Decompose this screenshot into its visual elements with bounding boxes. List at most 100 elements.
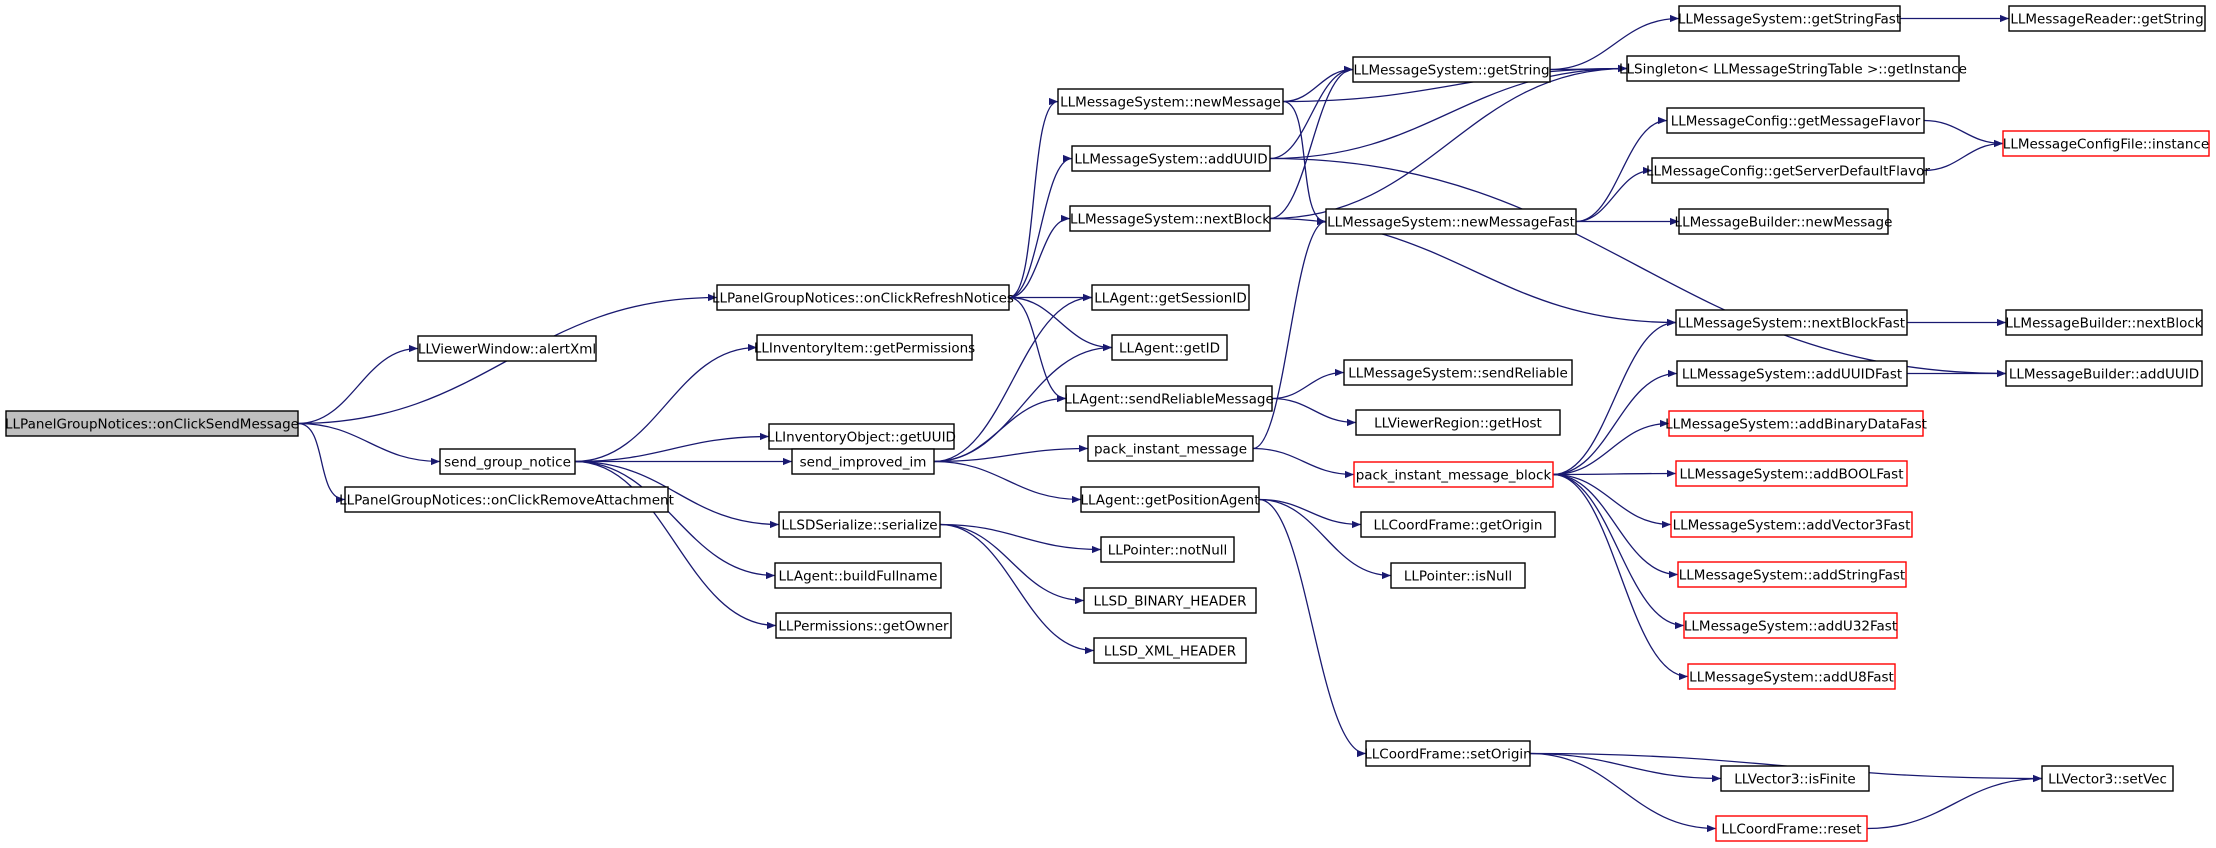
call-edge-serialize-to-notnull: [939, 523, 1102, 554]
function-node-nm-fast[interactable]: LLMessageSystem::newMessageFast: [1325, 208, 1577, 235]
function-node-nb-fast[interactable]: LLMessageSystem::nextBlockFast: [1675, 309, 1908, 336]
function-node-pimb[interactable]: pack_instant_message_block: [1353, 461, 1554, 488]
call-edge-setorigin-to-isfinite: [1529, 752, 1722, 783]
function-node-sgn[interactable]: send_group_notice: [439, 448, 576, 475]
node-label: LLMessageSystem::nextBlockFast: [1678, 316, 1905, 332]
function-node-serialize[interactable]: LLSDSerialize::serialize: [778, 511, 941, 538]
call-edge-refresh-to-nextblock: [1008, 214, 1071, 299]
node-label: LLViewerWindow::alertXml: [418, 342, 596, 358]
node-box: [1093, 637, 1247, 664]
function-node-next-block[interactable]: LLMessageSystem::nextBlock: [1069, 205, 1271, 232]
node-label: send_group_notice: [444, 455, 571, 471]
call-edge-sim-to-getposagent: [933, 460, 1082, 504]
node-label: LLAgent::getID: [1119, 341, 1220, 357]
function-node-config-instance[interactable]: LLMessageConfigFile::instance: [2002, 130, 2210, 157]
function-node-is-null[interactable]: LLPointer::isNull: [1390, 562, 1526, 589]
function-node-reader-get-string[interactable]: LLMessageReader::getString: [2008, 5, 2206, 32]
function-node-mb-new-msg[interactable]: LLMessageBuilder::newMessage: [1675, 208, 1893, 235]
function-node-as-fast[interactable]: LLMessageSystem::addStringFast: [1677, 561, 1907, 588]
node-label: LLMessageSystem::nextBlock: [1070, 212, 1270, 228]
function-node-set-vec[interactable]: LLVector3::setVec: [2041, 765, 2174, 792]
node-box: [1651, 157, 1925, 184]
call-edge-pimb-to-abdfast: [1552, 419, 1670, 476]
node-box: [774, 562, 942, 589]
call-edge-reset-to-setvec: [1866, 774, 2043, 830]
function-node-au32-fast[interactable]: LLMessageSystem::addU32Fast: [1683, 612, 1898, 639]
node-label: LLAgent::buildFullname: [779, 569, 938, 585]
node-label: LLPanelGroupNotices::onClickSendMessage: [5, 417, 299, 433]
function-node-build-fullname[interactable]: LLAgent::buildFullname: [774, 562, 942, 589]
function-node-gs-fast[interactable]: LLMessageSystem::getStringFast: [1678, 5, 1901, 32]
node-label: LLMessageSystem::newMessageFast: [1327, 215, 1575, 231]
function-node-root[interactable]: LLPanelGroupNotices::onClickSendMessage: [5, 410, 299, 437]
node-box: [2005, 360, 2203, 387]
function-node-mb-add-u-u-i-d[interactable]: LLMessageBuilder::addUUID: [2005, 360, 2203, 387]
function-node-not-null[interactable]: LLPointer::notNull: [1100, 536, 1235, 563]
function-node-remove-att[interactable]: LLPanelGroupNotices::onClickRemoveAttach…: [339, 486, 674, 513]
function-node-gm-flavor[interactable]: LLMessageConfig::getMessageFlavor: [1666, 107, 1925, 134]
function-node-send-rel[interactable]: LLAgent::sendReliableMessage: [1064, 385, 1274, 412]
function-node-av3-fast[interactable]: LLMessageSystem::addVector3Fast: [1670, 511, 1913, 538]
node-label: LLMessageConfig::getServerDefaultFlavor: [1646, 164, 1930, 180]
node-label: LLMessageSystem::addU32Fast: [1684, 619, 1897, 635]
node-label: LLInventoryItem::getPermissions: [754, 341, 975, 357]
function-node-sim[interactable]: send_improved_im: [791, 448, 935, 475]
function-node-au8-fast[interactable]: LLMessageSystem::addU8Fast: [1687, 663, 1896, 690]
function-node-abd-fast[interactable]: LLMessageSystem::addBinaryDataFast: [1665, 410, 1927, 437]
node-box: [1676, 360, 1908, 387]
node-box: [1080, 486, 1260, 513]
node-label: LLMessageSystem::addUUIDFast: [1682, 367, 1902, 383]
function-node-bin-header[interactable]: LLSD_BINARY_HEADER: [1083, 587, 1257, 614]
function-node-get-u-u-i-d-obj[interactable]: LLInventoryObject::getUUID: [767, 423, 956, 450]
function-node-new-message[interactable]: LLMessageSystem::newMessage: [1057, 88, 1284, 115]
node-label: LLMessageSystem::newMessage: [1060, 95, 1281, 111]
call-edge-sendrel-to-gethost: [1271, 397, 1357, 427]
function-node-get-string[interactable]: LLMessageSystem::getString: [1352, 56, 1551, 83]
function-node-alert-xml[interactable]: LLViewerWindow::alertXml: [417, 335, 597, 362]
node-box: [1675, 309, 1908, 336]
function-node-get-session-i-d[interactable]: LLAgent::getSessionID: [1091, 284, 1250, 311]
function-node-singleton[interactable]: LLSingleton< LLMessageStringTable >::get…: [1619, 55, 1967, 82]
function-node-reset[interactable]: LLCoordFrame::reset: [1715, 815, 1868, 842]
call-edge-getposagent-to-setorigin: [1258, 498, 1367, 758]
function-node-get-i-d[interactable]: LLAgent::getID: [1111, 334, 1228, 361]
function-node-gsd-flavor[interactable]: LLMessageConfig::getServerDefaultFlavor: [1646, 157, 1930, 184]
node-box: [1071, 145, 1271, 172]
call-edge-sgn-to-buildfullname: [574, 460, 776, 580]
function-node-abool-fast[interactable]: LLMessageSystem::addBOOLFast: [1675, 460, 1908, 487]
node-box: [1666, 107, 1925, 134]
node-label: LLPanelGroupNotices::onClickRefreshNotic…: [712, 291, 1014, 307]
function-node-xml-header[interactable]: LLSD_XML_HEADER: [1093, 637, 1247, 664]
call-edge-pimb-to-au32fast: [1552, 473, 1685, 630]
function-node-au-fast[interactable]: LLMessageSystem::addUUIDFast: [1676, 360, 1908, 387]
node-box: [1678, 208, 1889, 235]
function-node-get-pos-agent[interactable]: LLAgent::getPositionAgent: [1080, 486, 1260, 513]
call-nodes: LLPanelGroupNotices::onClickSendMessageL…: [5, 5, 2210, 842]
function-node-set-origin[interactable]: LLCoordFrame::setOrigin: [1364, 740, 1532, 767]
node-label: LLAgent::getSessionID: [1094, 291, 1246, 307]
function-node-mb-next-block[interactable]: LLMessageBuilder::nextBlock: [2005, 309, 2203, 336]
node-box: [1111, 334, 1228, 361]
node-box: [1057, 88, 1284, 115]
node-box: [1720, 765, 1870, 792]
function-node-pim[interactable]: pack_instant_message: [1087, 435, 1254, 462]
function-node-ms-send-rel[interactable]: LLMessageSystem::sendReliable: [1343, 359, 1573, 386]
node-label: LLPointer::notNull: [1108, 543, 1228, 559]
node-box: [1091, 284, 1250, 311]
node-box: [1069, 205, 1271, 232]
function-node-get-perms[interactable]: LLInventoryItem::getPermissions: [754, 334, 975, 361]
call-edge-pimb-to-av3fast: [1552, 473, 1672, 529]
function-node-is-finite[interactable]: LLVector3::isFinite: [1720, 765, 1870, 792]
function-node-refresh[interactable]: LLPanelGroupNotices::onClickRefreshNotic…: [712, 284, 1014, 311]
node-label: LLMessageConfigFile::instance: [2003, 137, 2209, 153]
function-node-get-owner[interactable]: LLPermissions::getOwner: [775, 612, 952, 639]
call-edge-adduuid-to-getstring: [1269, 65, 1354, 160]
function-node-get-origin[interactable]: LLCoordFrame::getOrigin: [1360, 511, 1556, 538]
function-node-get-host[interactable]: LLViewerRegion::getHost: [1355, 409, 1561, 436]
node-box: [1355, 409, 1561, 436]
node-box: [716, 284, 1010, 311]
function-node-add-u-u-i-d[interactable]: LLMessageSystem::addUUID: [1071, 145, 1271, 172]
call-edge-pimb-to-aboolfast: [1552, 469, 1677, 478]
call-edge-getstring-to-singleton: [1549, 64, 1628, 73]
call-edge-sim-to-getsessionid: [933, 293, 1093, 463]
